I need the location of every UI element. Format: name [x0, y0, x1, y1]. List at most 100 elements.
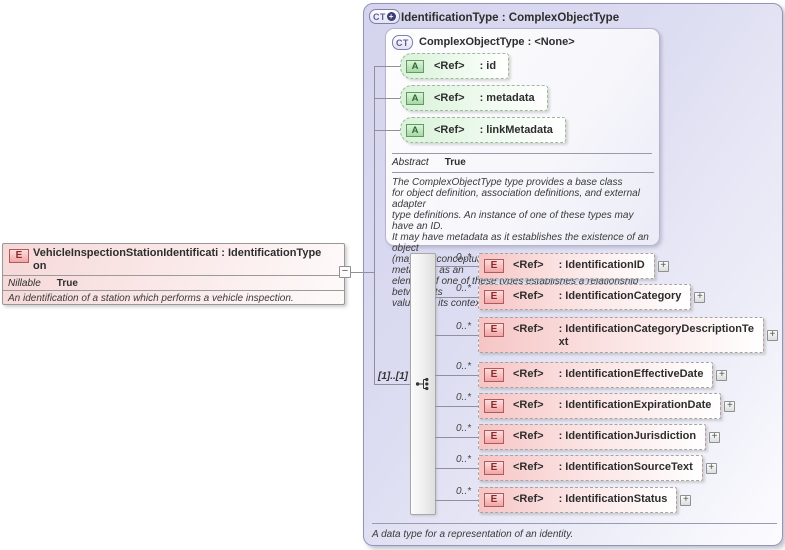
- cardinality-label: 0..*: [455, 486, 471, 497]
- element-icon: E: [484, 430, 504, 444]
- connector-line: [435, 297, 478, 298]
- property-value: True: [56, 278, 78, 289]
- element-box[interactable]: E <Ref> : IdentificationCategoryDescript…: [478, 317, 764, 353]
- element-box[interactable]: E <Ref> : IdentificationJurisdiction: [478, 424, 707, 450]
- cardinality-label: 0..*: [455, 392, 471, 403]
- element-row: 0..* E <Ref> : IdentificationSourceText …: [435, 454, 717, 481]
- ref-label: <Ref>: [513, 323, 544, 335]
- ref-label: <Ref>: [513, 259, 544, 271]
- collapse-icon[interactable]: −: [339, 266, 351, 278]
- element-row: 0..* E <Ref> : IdentificationEffectiveDa…: [435, 361, 728, 388]
- attribute-icon: A: [406, 91, 424, 105]
- footer-divider: [372, 523, 777, 524]
- element-box[interactable]: E <Ref> : IdentificationCategory: [478, 284, 692, 310]
- expand-icon[interactable]: +: [705, 462, 717, 474]
- element-name: : IdentificationStatus: [558, 493, 668, 505]
- expand-icon[interactable]: +: [724, 400, 736, 412]
- cardinality-label: 0..*: [455, 454, 471, 465]
- ref-label: <Ref>: [513, 493, 544, 505]
- attribute-name: : linkMetadata: [479, 123, 553, 136]
- sequence-cardinality: [1]..[1]: [378, 371, 408, 382]
- element-header: E VehicleInspectionStationIdentificati :…: [3, 244, 344, 275]
- connector-line: [435, 500, 478, 501]
- cardinality-label: 0..*: [455, 423, 471, 434]
- ref-label: <Ref>: [513, 368, 544, 380]
- element-vehicle-inspection-station-identification[interactable]: E VehicleInspectionStationIdentificati :…: [2, 243, 345, 305]
- attribute-name: : id: [479, 59, 497, 72]
- attribute-box[interactable]: A <Ref> : linkMetadata: [400, 117, 566, 143]
- expand-icon[interactable]: +: [694, 291, 706, 303]
- attribute-name: : metadata: [479, 91, 535, 104]
- element-box[interactable]: E <Ref> : IdentificationSourceText: [478, 455, 703, 481]
- expand-icon[interactable]: +: [680, 494, 692, 506]
- element-row: 0..* E <Ref> : IdentificationStatus +: [435, 486, 692, 513]
- element-icon: E: [484, 323, 504, 337]
- connector-line: [435, 468, 478, 469]
- element-row: 0..* E <Ref> : IdentificationCategory +: [435, 283, 706, 310]
- connector-line: [374, 66, 375, 385]
- ref-label: <Ref>: [513, 461, 544, 473]
- element-box[interactable]: E <Ref> : IdentificationEffectiveDate: [478, 362, 714, 388]
- element-name: : IdentificationCategoryDescriptionTe xt: [558, 323, 754, 348]
- ref-label: <Ref>: [513, 430, 544, 442]
- nillable-property-row: Nillable True: [3, 275, 344, 290]
- element-row: 0..* E <Ref> : IdentificationJurisdictio…: [435, 423, 721, 450]
- element-row: 0..* E <Ref> : IdentificationExpirationD…: [435, 392, 736, 419]
- element-icon: E: [484, 259, 504, 273]
- attribute-icon: A: [406, 59, 424, 73]
- element-name: : IdentificationSourceText: [558, 461, 693, 473]
- property-label: Nillable: [8, 278, 41, 289]
- cardinality-label: 0..*: [455, 361, 471, 372]
- connector-line: [435, 437, 478, 438]
- complex-object-type-title: ComplexObjectType : <None>: [419, 36, 575, 48]
- cardinality-label: 0..*: [455, 283, 471, 294]
- attribute-box[interactable]: A <Ref> : metadata: [400, 85, 548, 111]
- connector-line: [374, 66, 400, 67]
- complex-type-icon-label: CT: [396, 37, 409, 48]
- element-icon: E: [484, 399, 504, 413]
- sequence-icon: [415, 377, 429, 391]
- element-box[interactable]: E <Ref> : IdentificationID: [478, 253, 655, 279]
- element-name: : IdentificationEffectiveDate: [558, 368, 704, 380]
- element-row: 0..* E <Ref> : IdentificationID +: [435, 252, 669, 279]
- property-value: True: [444, 157, 466, 168]
- connector-line: [374, 130, 400, 131]
- element-icon: E: [484, 368, 504, 382]
- expand-icon[interactable]: +: [716, 369, 728, 381]
- element-description: An identification of a station which per…: [3, 290, 344, 304]
- connector-line: [435, 375, 478, 376]
- ref-label: <Ref>: [513, 399, 544, 411]
- connector-line: [435, 335, 478, 336]
- complex-type-icon-label: CT: [373, 11, 386, 22]
- expand-icon[interactable]: +: [657, 260, 669, 272]
- identification-type-title: IdentificationType : ComplexObjectType: [401, 12, 620, 24]
- attribute-box[interactable]: A <Ref> : id: [400, 53, 510, 79]
- connector-line: [374, 384, 410, 385]
- ref-label: <Ref>: [434, 59, 465, 72]
- plus-badge-icon: +: [386, 12, 396, 21]
- element-icon: E: [484, 493, 504, 507]
- element-name: : IdentificationID: [558, 259, 645, 271]
- identification-type-description: A data type for a representation of an i…: [372, 529, 574, 540]
- connector-line: [351, 272, 374, 273]
- element-name: : IdentificationCategory: [558, 290, 682, 302]
- ref-label: <Ref>: [434, 123, 465, 136]
- connector-line: [435, 406, 478, 407]
- element-icon: E: [484, 290, 504, 304]
- element-box[interactable]: E <Ref> : IdentificationExpirationDate: [478, 393, 722, 419]
- element-name: : IdentificationExpirationDate: [558, 399, 712, 411]
- abstract-property-row: Abstract True: [392, 153, 652, 168]
- element-icon: E: [9, 249, 29, 263]
- connector-line: [435, 266, 478, 267]
- expand-icon[interactable]: +: [766, 329, 778, 341]
- element-title: VehicleInspectionStationIdentificati : I…: [33, 247, 322, 272]
- connector-line: [374, 98, 400, 99]
- ref-label: <Ref>: [513, 290, 544, 302]
- expand-icon[interactable]: +: [709, 431, 721, 443]
- element-icon: E: [484, 461, 504, 475]
- cardinality-label: 0..*: [455, 252, 471, 263]
- complex-type-plus-icon: CT+: [369, 9, 400, 24]
- element-box[interactable]: E <Ref> : IdentificationStatus: [478, 487, 678, 513]
- element-row: 0..* E <Ref> : IdentificationCategoryDes…: [435, 317, 778, 353]
